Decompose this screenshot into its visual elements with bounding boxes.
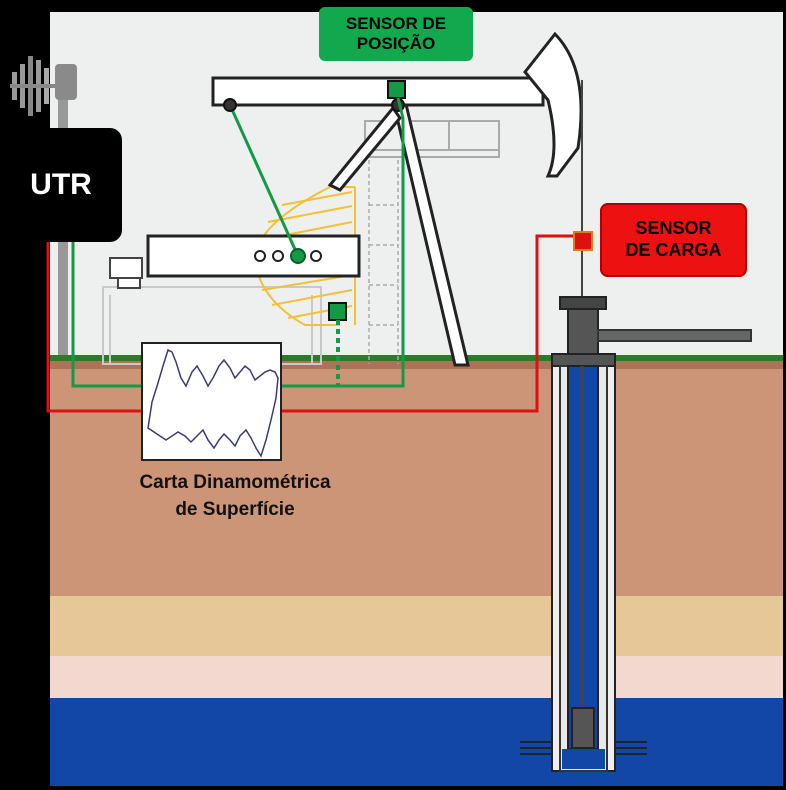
a-frame-leg [327, 98, 470, 367]
pitman-arm [228, 104, 300, 257]
well-casing [520, 365, 647, 772]
position-sensor-marker [387, 80, 406, 99]
utr-text: UTR [30, 168, 92, 201]
soil-sand-layer [50, 596, 783, 656]
position-sensor-label-line2: POSIÇÃO [356, 34, 436, 53]
gearbox [146, 234, 361, 278]
wellhead [551, 296, 752, 367]
position-sensor-label: SENSOR DE POSIÇÃO [319, 7, 473, 61]
walking-beam [211, 76, 545, 107]
samson-post [368, 160, 399, 364]
ground-line [50, 355, 783, 361]
walking-beam-support [364, 120, 500, 158]
position-sensor-wire [71, 97, 405, 388]
load-sensor-label-line2: DE CARGA [625, 240, 722, 260]
load-sensor-wire [46, 234, 574, 413]
load-sensor-label: SENSOR DE CARGA [600, 203, 747, 277]
dynamometer-card [141, 342, 282, 461]
crank-pin [290, 248, 306, 264]
dynamometer-card-caption: Carta Dinamométrica de Superfície [100, 470, 370, 523]
position-sensor-label-line1: SENSOR DE [345, 13, 447, 33]
soil-pink-layer [50, 656, 783, 698]
load-sensor-label-line1: SENSOR [635, 218, 712, 239]
crank-sensor-marker [328, 302, 347, 321]
reservoir-water-layer [50, 698, 783, 786]
load-sensor-marker [573, 231, 593, 251]
dynamometer-card-trace [147, 348, 279, 458]
utr-label: UTR [0, 128, 122, 242]
horse-head [523, 31, 583, 178]
camera-icon [109, 257, 143, 289]
caption-line2: de Superfície [175, 498, 295, 520]
caption-line1: Carta Dinamométrica [139, 472, 331, 493]
